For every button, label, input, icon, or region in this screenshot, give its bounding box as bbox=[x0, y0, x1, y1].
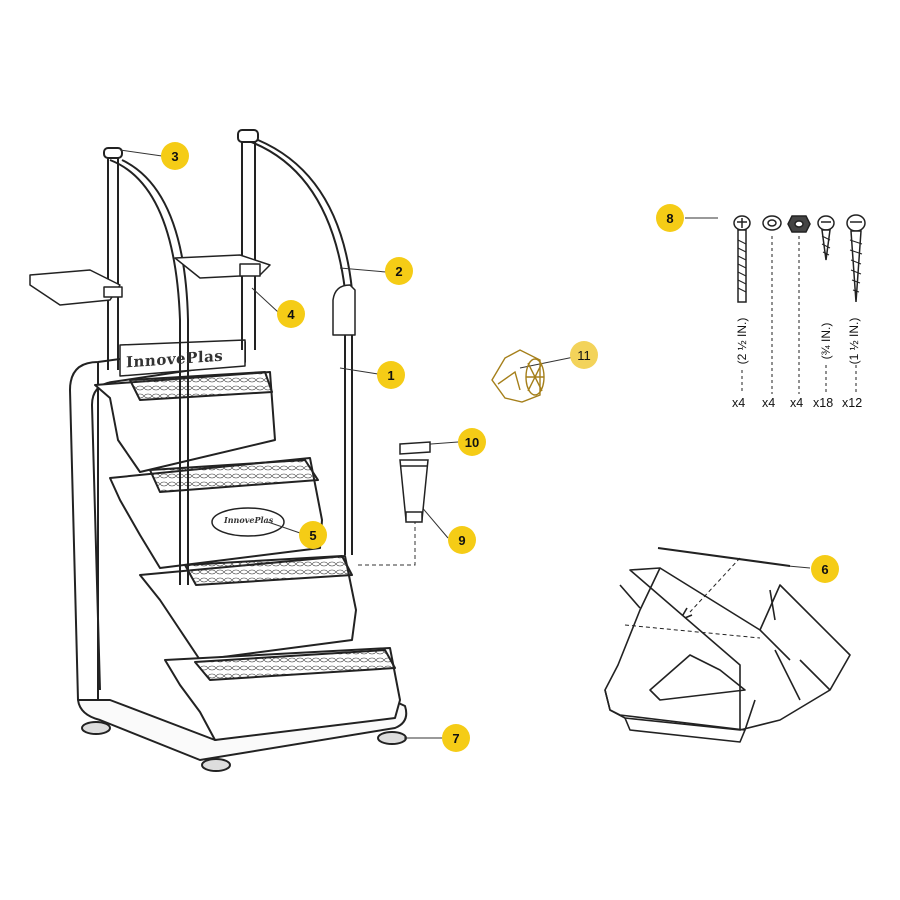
step-badge-oval bbox=[211, 507, 285, 537]
hw-qty-bolt: x4 bbox=[732, 396, 746, 410]
hw-qty-screw-long: x12 bbox=[842, 396, 863, 410]
nut-icon bbox=[787, 215, 811, 233]
callout-8: 8 bbox=[656, 204, 684, 232]
step-badge-logo: InnovePlas bbox=[224, 515, 274, 525]
hw-size-screw-short: (¾ IN.) bbox=[819, 322, 833, 360]
callout-10: 10 bbox=[458, 428, 486, 456]
hw-qty-nut: x4 bbox=[790, 396, 804, 410]
part-10-cap bbox=[399, 441, 431, 455]
callout-7: 7 bbox=[442, 724, 470, 752]
callout-1: 1 bbox=[377, 361, 405, 389]
hardware-icons bbox=[733, 214, 866, 394]
left-tray bbox=[29, 269, 121, 306]
backplate bbox=[119, 339, 246, 377]
right-handrail-arc bbox=[245, 139, 353, 555]
part-11-knob bbox=[491, 349, 545, 403]
screw-1-5in-icon bbox=[846, 214, 866, 303]
left-handrail-post bbox=[107, 155, 119, 370]
part-9-sleeve bbox=[399, 459, 429, 523]
leader-lines bbox=[119, 149, 811, 739]
callout-5: 5 bbox=[299, 521, 327, 549]
right-handrail-post bbox=[241, 135, 256, 350]
foot-front-left bbox=[81, 721, 111, 735]
callout-2: 2 bbox=[385, 257, 413, 285]
part-6-rod bbox=[657, 547, 791, 567]
washer-icon bbox=[762, 215, 782, 231]
hw-size-bolt: (2 ½ IN.) bbox=[735, 317, 749, 365]
screw-3-4in-icon bbox=[817, 215, 835, 261]
pool-step-assembly bbox=[29, 129, 408, 772]
callout-3: 3 bbox=[161, 142, 189, 170]
foot-front-center bbox=[201, 758, 231, 772]
hw-qty-washer: x4 bbox=[762, 396, 776, 410]
part-6-tread-underside bbox=[604, 547, 851, 743]
callout-6: 6 bbox=[811, 555, 839, 583]
foot-front-right bbox=[377, 731, 407, 745]
hw-size-screw-long: (1 ½ IN.) bbox=[847, 317, 861, 365]
bolt-2-5in-icon bbox=[733, 215, 751, 303]
callout-4: 4 bbox=[277, 300, 305, 328]
callout-11: 11 bbox=[570, 341, 598, 369]
hw-qty-screw-short: x18 bbox=[813, 396, 834, 410]
callout-9: 9 bbox=[448, 526, 476, 554]
left-handrail-arc bbox=[109, 159, 189, 585]
